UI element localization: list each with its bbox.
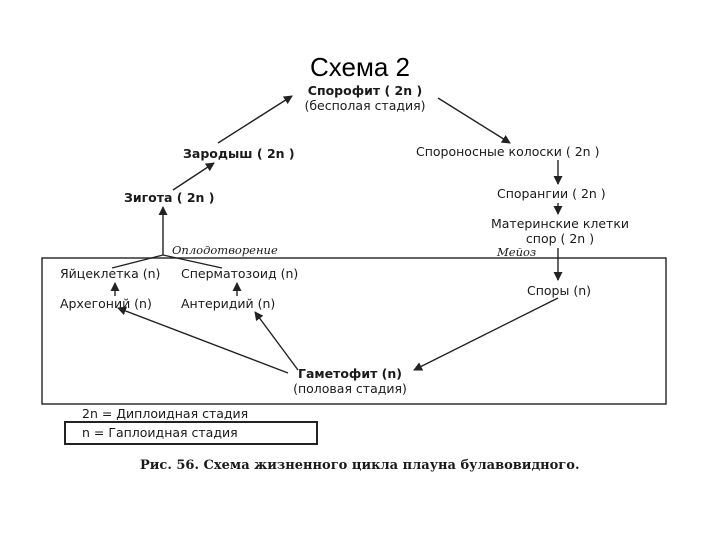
label-meiosis: Мейоз [497, 245, 537, 259]
legend-haploid: n = Гаплоидная стадия [82, 425, 238, 440]
fertilization-line-sperm [162, 254, 223, 269]
node-archegonium: Архегоний (n) [60, 296, 152, 311]
node-sperm: Сперматозоид (n) [181, 266, 299, 281]
arrow-sporophyte-spikelets [437, 97, 511, 144]
figure-caption: Рис. 56. Схема жизненного цикла плауна б… [140, 458, 580, 473]
arrow-spores-gametophyte [413, 297, 559, 371]
node-spikelets: Спороносные колоски ( 2n ) [416, 144, 600, 159]
node-zygote: Зигота ( 2n ) [124, 190, 215, 205]
node-mother-cells-line1: Материнские клетки [490, 216, 630, 231]
node-embryo: Зародыш ( 2n ) [183, 146, 295, 161]
node-spores: Споры (n) [527, 283, 592, 298]
arrow-gametophyte-antheridium [254, 311, 299, 371]
node-sporophyte: Спорофит ( 2n ) [307, 83, 423, 98]
node-sporangia: Спорангии ( 2n ) [497, 186, 606, 201]
label-fertilization: Оплодотворение [172, 243, 278, 257]
arrow-gametophyte-archegonium [117, 306, 289, 374]
node-mother-cells-line2: спор ( 2n ) [525, 231, 595, 246]
node-gametophyte: Гаметофит (n) [297, 366, 402, 381]
node-egg: Яйцеклетка (n) [60, 266, 161, 281]
haploid-stage-frame [41, 257, 667, 405]
slide-title: Схема 2 [310, 52, 410, 82]
node-sporophyte-subtitle: (бесполая стадия) [304, 98, 426, 113]
legend-haploid-box: n = Гаплоидная стадия [64, 421, 318, 445]
legend-diploid: 2n = Диплоидная стадия [82, 406, 249, 421]
fertilization-line-egg [111, 254, 164, 269]
arrow-embryo-sporophyte [217, 95, 293, 144]
node-antheridium: Антеридий (n) [181, 296, 276, 311]
arrow-zygote-embryo [172, 162, 215, 191]
node-gametophyte-subtitle: (половая стадия) [293, 381, 407, 396]
